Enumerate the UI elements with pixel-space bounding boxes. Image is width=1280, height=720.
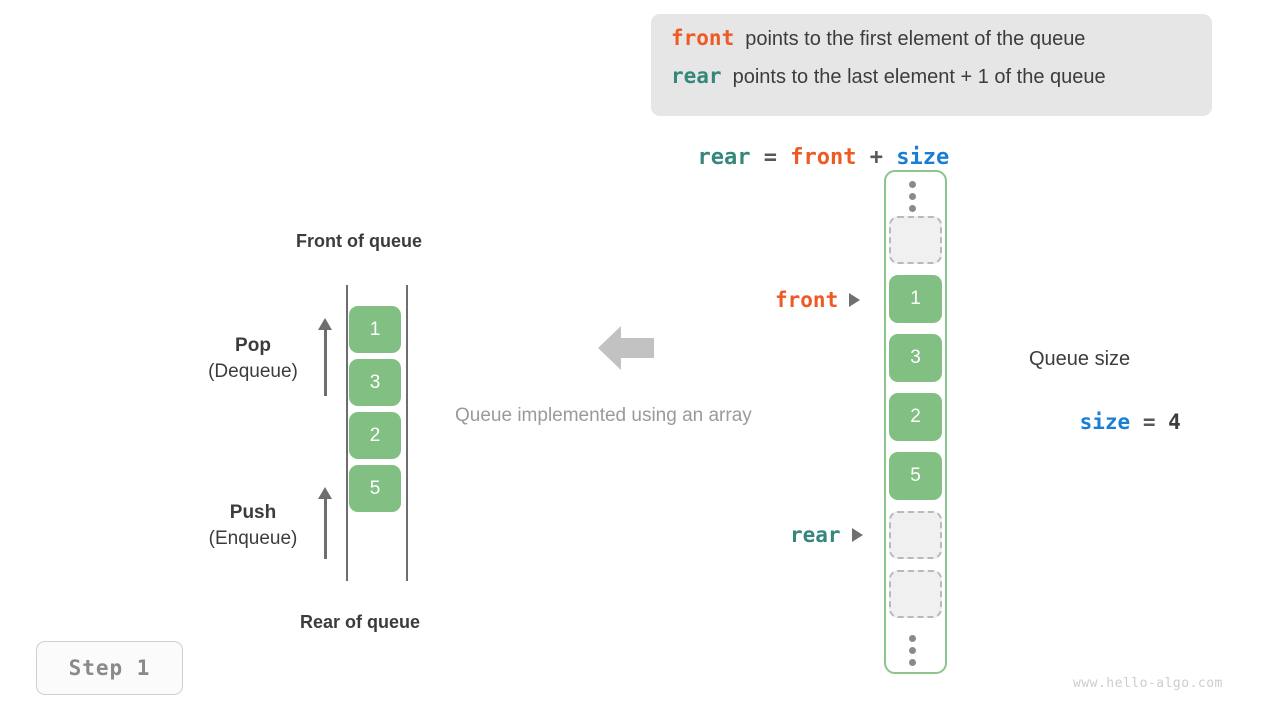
left-arrow-icon: [598, 325, 654, 371]
array-ellipsis-bottom: [909, 635, 916, 671]
formula-plus: +: [869, 145, 883, 170]
pointer-arrow-icon: [851, 528, 863, 542]
queue-size-caption: Queue size: [1029, 348, 1131, 370]
legend-keyword-rear: rear: [671, 64, 722, 88]
queue-size-info: Queue size size = 4: [1029, 344, 1181, 470]
watermark: www.hello-algo.com: [1073, 676, 1223, 691]
pop-title: Pop: [235, 335, 271, 356]
step-badge-label: Step 1: [68, 656, 151, 680]
legend-keyword-front: front: [671, 26, 735, 50]
push-label: Push (Enqueue): [190, 500, 316, 553]
pop-label: Pop (Dequeue): [190, 333, 316, 386]
array-cell-filled: 1: [889, 275, 942, 323]
center-caption: Queue implemented using an array: [455, 405, 752, 426]
front-pointer-label: front: [775, 288, 861, 312]
pop-subtitle: (Dequeue): [208, 361, 298, 382]
size-variable-name: size: [1079, 410, 1131, 434]
size-value: 4: [1168, 410, 1181, 434]
queue-cell: 3: [349, 359, 401, 406]
legend-text-front: points to the first element of the queue: [745, 28, 1086, 50]
rear-pointer-text: rear: [790, 523, 841, 547]
array-cell-filled: 3: [889, 334, 942, 382]
push-title: Push: [229, 502, 277, 523]
queue-rail-left: [346, 285, 348, 581]
formula-rhs-size: size: [896, 145, 950, 170]
front-pointer-text: front: [775, 288, 839, 312]
step-badge: Step 1: [36, 641, 183, 695]
formula-rhs-front: front: [790, 145, 857, 170]
legend-line-front: front points to the first element of the…: [671, 26, 1212, 64]
formula-equals: =: [763, 145, 777, 170]
formula-rear-equals-front-plus-size: rear = front + size: [671, 120, 950, 170]
formula-lhs: rear: [697, 145, 751, 170]
push-direction-arrow: [318, 487, 332, 559]
array-cell-empty: [889, 570, 942, 618]
array-cell-filled: 2: [889, 393, 942, 441]
pop-direction-arrow: [318, 318, 332, 396]
push-subtitle: (Enqueue): [208, 528, 298, 549]
pointer-arrow-icon: [849, 293, 861, 307]
array-cell-empty: [889, 216, 942, 264]
legend-line-rear: rear points to the last element + 1 of t…: [671, 64, 1212, 102]
queue-cell: 2: [349, 412, 401, 459]
queue-size-expression: size = 4: [1029, 374, 1181, 470]
array-cell-filled: 5: [889, 452, 942, 500]
queue-rail-right: [406, 285, 408, 581]
size-equals: =: [1142, 410, 1156, 434]
rear-of-queue-label: Rear of queue: [300, 612, 421, 632]
rear-pointer-label: rear: [790, 523, 863, 547]
array-cell-empty: [889, 511, 942, 559]
legend-box: front points to the first element of the…: [651, 14, 1212, 116]
queue-cell: 5: [349, 465, 401, 512]
array-container: [884, 170, 947, 674]
array-ellipsis-top: [909, 181, 916, 217]
front-of-queue-label: Front of queue: [296, 231, 422, 251]
queue-cell: 1: [349, 306, 401, 353]
legend-text-rear: points to the last element + 1 of the qu…: [732, 66, 1106, 88]
